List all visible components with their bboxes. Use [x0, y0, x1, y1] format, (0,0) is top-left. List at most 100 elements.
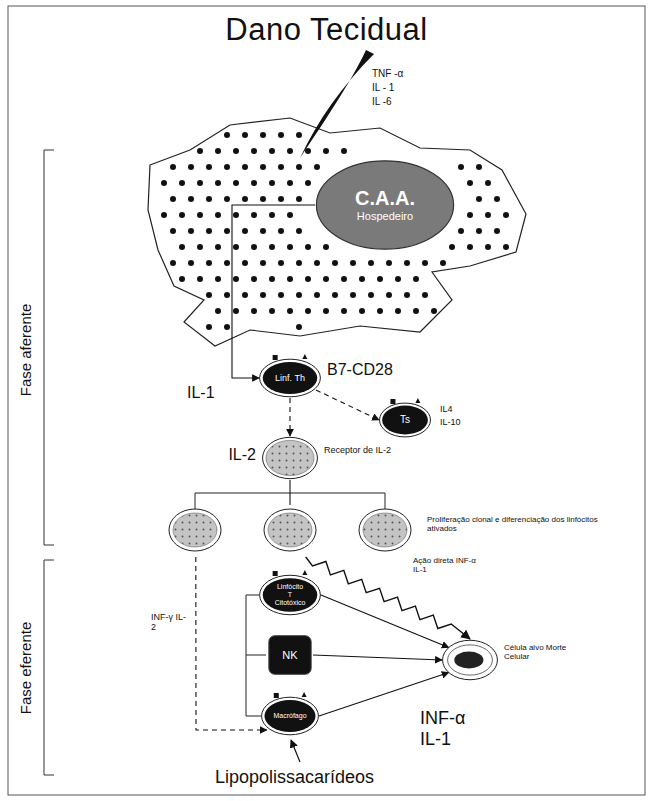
granule — [260, 196, 266, 202]
granule — [197, 244, 203, 250]
connector — [232, 205, 315, 378]
granule — [467, 180, 473, 186]
granule — [242, 292, 248, 298]
granule — [458, 228, 464, 234]
phase-label: Fase aferente — [17, 301, 34, 400]
granule — [296, 324, 302, 330]
edge-label: INF-γ IL-2 — [150, 612, 188, 633]
granule — [323, 244, 329, 250]
granule — [161, 212, 167, 218]
granule — [332, 260, 338, 266]
cell-node: Ts — [379, 402, 431, 438]
granule — [449, 244, 455, 250]
granule — [206, 324, 212, 330]
granule — [233, 244, 239, 250]
granule — [476, 164, 482, 170]
cell-node: Proliferação clonal e diferenciação dos … — [165, 505, 605, 557]
host-cell-outline — [148, 118, 526, 346]
granule — [215, 244, 221, 250]
granule — [233, 276, 239, 282]
receptor-mark — [302, 692, 307, 697]
cytokine-label: IL-10 — [440, 417, 461, 427]
granule — [287, 212, 293, 218]
granule — [458, 164, 464, 170]
granule — [296, 292, 302, 298]
cell-text: NK — [282, 649, 297, 662]
granule — [305, 180, 311, 186]
phase-label: Fase eferente — [17, 619, 34, 718]
granule — [278, 164, 284, 170]
granule — [287, 308, 293, 314]
granule — [395, 276, 401, 282]
connector — [196, 557, 267, 730]
granule — [179, 180, 185, 186]
granule — [179, 276, 185, 282]
granule — [224, 228, 230, 234]
cell-node: Linf. Th — [259, 358, 321, 398]
cell-text: NK — [282, 649, 297, 662]
cell-membrane — [262, 697, 319, 735]
activated-lymphocyte — [363, 513, 407, 547]
cytokine-label: IL4 — [440, 404, 453, 414]
cell-body — [269, 636, 311, 675]
granule — [314, 260, 320, 266]
granule — [485, 180, 491, 186]
granule — [323, 308, 329, 314]
granule — [485, 212, 491, 218]
cytokine-label: IL-1 — [420, 729, 451, 750]
cytokine-label: Lipopolissacarídeos — [215, 767, 374, 788]
cell-text: Linf. Th — [275, 373, 305, 383]
receptor-mark — [273, 355, 278, 360]
granule — [170, 196, 176, 202]
granule — [467, 212, 473, 218]
granule — [197, 212, 203, 218]
damage-arrow — [300, 50, 374, 158]
granule — [260, 132, 266, 138]
group-line — [246, 595, 266, 716]
granule — [170, 260, 176, 266]
receptor-mark — [302, 354, 307, 359]
cell-membrane — [260, 575, 321, 614]
cell-node: Célula alvo Morte Celular — [442, 639, 498, 681]
granule — [278, 228, 284, 234]
diagram-title: Dano Tecidual — [0, 12, 653, 48]
granule — [431, 308, 437, 314]
connector — [321, 595, 449, 647]
cell-text: Linfócito T Citotóxico — [275, 583, 306, 607]
granule — [188, 260, 194, 266]
cell-label: Receptor de IL-2 — [324, 445, 424, 455]
granule — [269, 212, 275, 218]
cell-shape — [442, 639, 498, 681]
phase-bracket — [44, 560, 54, 775]
cell-node: NK — [267, 634, 313, 676]
granule — [206, 260, 212, 266]
frame — [8, 6, 645, 795]
cell-text: C.A.A.Hospedeiro — [355, 187, 415, 223]
cell-text: Hospedeiro — [357, 210, 413, 223]
granule — [242, 260, 248, 266]
granule — [305, 308, 311, 314]
granule — [224, 164, 230, 170]
activated-lymphocyte — [268, 513, 312, 547]
granule — [377, 308, 383, 314]
cell-body — [264, 700, 315, 732]
granule — [323, 276, 329, 282]
connector — [313, 655, 442, 660]
edge-label: IL-1 — [186, 384, 228, 402]
granule — [368, 260, 374, 266]
granule — [269, 148, 275, 154]
granule — [323, 148, 329, 154]
cell-text: Macrófago — [273, 712, 306, 720]
granule — [386, 292, 392, 298]
granule — [242, 196, 248, 202]
cell-text: Linfócito T Citotóxico — [275, 583, 306, 607]
granule — [422, 292, 428, 298]
granule — [296, 164, 302, 170]
granule — [296, 132, 302, 138]
granule — [314, 292, 320, 298]
granule — [377, 276, 383, 282]
granule — [206, 228, 212, 234]
granule — [278, 292, 284, 298]
